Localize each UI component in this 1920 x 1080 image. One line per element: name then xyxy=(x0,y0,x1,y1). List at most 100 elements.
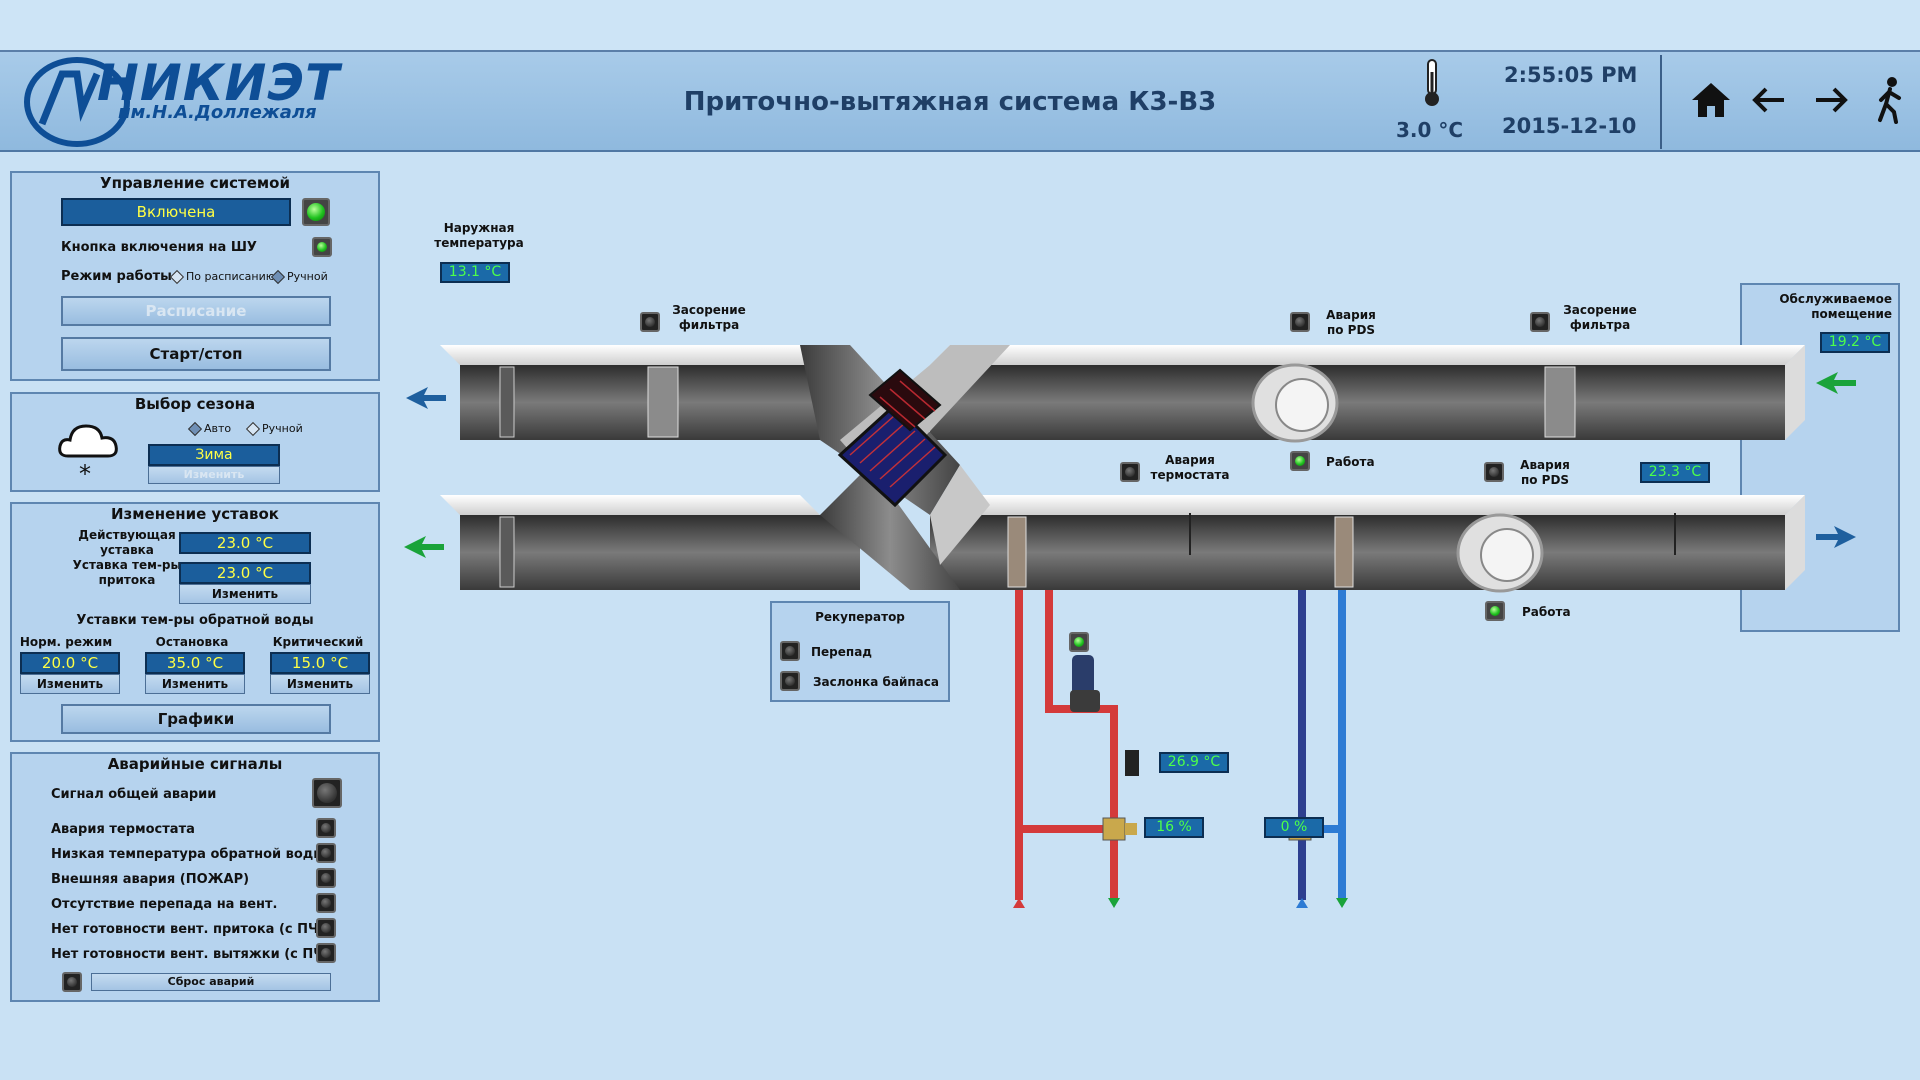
critical-mode-value: 15.0 °C xyxy=(270,652,370,674)
reset-alarm-led xyxy=(62,972,82,992)
alarm-led xyxy=(316,868,336,888)
season-panel: Выбор сезона * Авто Ручной Зима Изменить xyxy=(10,392,380,492)
cabinet-button-label: Кнопка включения на ШУ xyxy=(61,240,257,255)
season-value: Зима xyxy=(148,444,280,466)
cabinet-button-led xyxy=(312,237,332,257)
alarm-item: Низкая температура обратной воды xyxy=(51,847,326,862)
logo-main-text: НИКИЭТ xyxy=(97,54,341,112)
header-separator xyxy=(1660,55,1662,149)
filter1-led xyxy=(640,312,660,332)
mode-manual-radio[interactable]: Ручной xyxy=(270,269,328,285)
general-alarm-label: Сигнал общей аварии xyxy=(51,787,217,802)
return-water-temp-value: 26.9 °C xyxy=(1159,752,1229,773)
header: НИКИЭТ им.Н.А.Доллежаля Приточно-вытяжна… xyxy=(0,52,1920,152)
forward-arrow-icon[interactable] xyxy=(1810,80,1850,120)
pds-supply-led xyxy=(1290,312,1310,332)
clock-date: 2015-12-10 xyxy=(1502,114,1637,138)
season-change-button[interactable]: Изменить xyxy=(148,466,280,484)
logo-sub-text: им.Н.А.Доллежаля xyxy=(118,102,317,123)
home-icon[interactable] xyxy=(1690,80,1732,120)
pump-run-led xyxy=(1069,632,1089,652)
alarm-led xyxy=(316,818,336,838)
current-setpoint-value: 23.0 °C xyxy=(179,532,311,554)
return-water-title: Уставки тем-ры обратной воды xyxy=(76,613,314,628)
critical-mode-label: Критический xyxy=(272,635,364,649)
snow-cloud-icon: * xyxy=(58,424,118,486)
recuperator-diff-label: Перепад xyxy=(811,645,872,659)
thermometer-icon xyxy=(1425,59,1439,106)
recuperator-title: Рекуператор xyxy=(815,610,905,624)
exhaust-outlet-arrow-icon xyxy=(404,536,444,558)
room-temp-value: 19.2 °C xyxy=(1820,332,1890,353)
stop-mode-label: Остановка xyxy=(155,635,229,649)
system-status-led xyxy=(302,198,330,226)
exhaust-fan-run-label: Работа xyxy=(1522,605,1571,619)
supply-fan-run-led xyxy=(1290,451,1310,471)
system-control-panel: Управление системой Включена Кнопка вклю… xyxy=(10,171,380,381)
schedule-button[interactable]: Расписание xyxy=(61,296,331,326)
alarms-panel: Аварийные сигналы Сигнал общей аварии Ав… xyxy=(10,752,380,1002)
mode-schedule-radio[interactable]: По расписанию xyxy=(169,269,275,285)
supply-room-arrow-icon xyxy=(1816,372,1856,394)
heating-valve-value: 16 % xyxy=(1144,817,1204,838)
pds-exhaust-led xyxy=(1484,462,1504,482)
season-manual-radio[interactable]: Ручной xyxy=(245,421,303,437)
filter2-led xyxy=(1530,312,1550,332)
logo: НИКИЭТ им.Н.А.Доллежаля xyxy=(22,52,352,152)
reset-alarms-button[interactable]: Сброс аварий xyxy=(91,973,331,991)
alarm-led xyxy=(316,893,336,913)
alarm-led xyxy=(316,918,336,938)
alarm-item: Нет готовности вент. вытяжки (с ПЧ) xyxy=(51,947,330,962)
recuperator-diff-led xyxy=(780,641,800,661)
recuperator-bypass-led xyxy=(780,671,800,691)
cooling-valve-value: 0 % xyxy=(1264,817,1324,838)
graphs-button[interactable]: Графики xyxy=(61,704,331,734)
season-auto-radio[interactable]: Авто xyxy=(187,421,231,437)
start-stop-button[interactable]: Старт/стоп xyxy=(61,337,331,371)
stop-mode-change-button[interactable]: Изменить xyxy=(145,674,245,694)
exhaust-room-arrow-icon xyxy=(1816,526,1856,548)
supply-air-temp-value: 23.3 °C xyxy=(1640,462,1710,483)
mode-label: Режим работы xyxy=(61,269,172,284)
general-alarm-led xyxy=(312,778,342,808)
alarm-item: Внешняя авария (ПОЖАР) xyxy=(51,872,250,887)
thermostat-led xyxy=(1120,462,1140,482)
outdoor-temp-value: 13.1 °C xyxy=(440,262,510,283)
alarm-led xyxy=(316,943,336,963)
supply-setpoint-change-button[interactable]: Изменить xyxy=(179,584,311,604)
page-title: Приточно-вытяжная система К3-В3 xyxy=(683,87,1217,117)
supply-fan-run-label: Работа xyxy=(1326,455,1375,469)
system-control-title: Управление системой xyxy=(100,174,290,192)
alarm-led xyxy=(316,843,336,863)
back-arrow-icon[interactable] xyxy=(1750,80,1790,120)
top-strip xyxy=(0,0,1920,52)
exit-walker-icon[interactable] xyxy=(1872,76,1908,124)
alarm-item: Отсутствие перепада на вент. xyxy=(51,897,278,912)
supply-setpoint-value: 23.0 °C xyxy=(179,562,311,584)
season-title: Выбор сезона xyxy=(134,395,256,413)
supply-intake-arrow-icon xyxy=(406,387,446,409)
normal-mode-change-button[interactable]: Изменить xyxy=(20,674,120,694)
critical-mode-change-button[interactable]: Изменить xyxy=(270,674,370,694)
duct-system-diagram xyxy=(440,345,1805,593)
alarm-item: Нет готовности вент. притока (с ПЧ) xyxy=(51,922,325,937)
logo-emblem-icon xyxy=(24,57,130,147)
system-status-value: Включена xyxy=(61,198,291,226)
normal-mode-label: Норм. режим xyxy=(19,635,113,649)
outdoor-temp-header: 3.0 °C xyxy=(1396,118,1464,142)
recuperator-panel xyxy=(770,601,950,702)
clock-time: 2:55:05 PM xyxy=(1504,63,1638,87)
stop-mode-value: 35.0 °C xyxy=(145,652,245,674)
alarm-item: Авария термостата xyxy=(51,822,195,837)
exhaust-fan-run-led xyxy=(1485,601,1505,621)
